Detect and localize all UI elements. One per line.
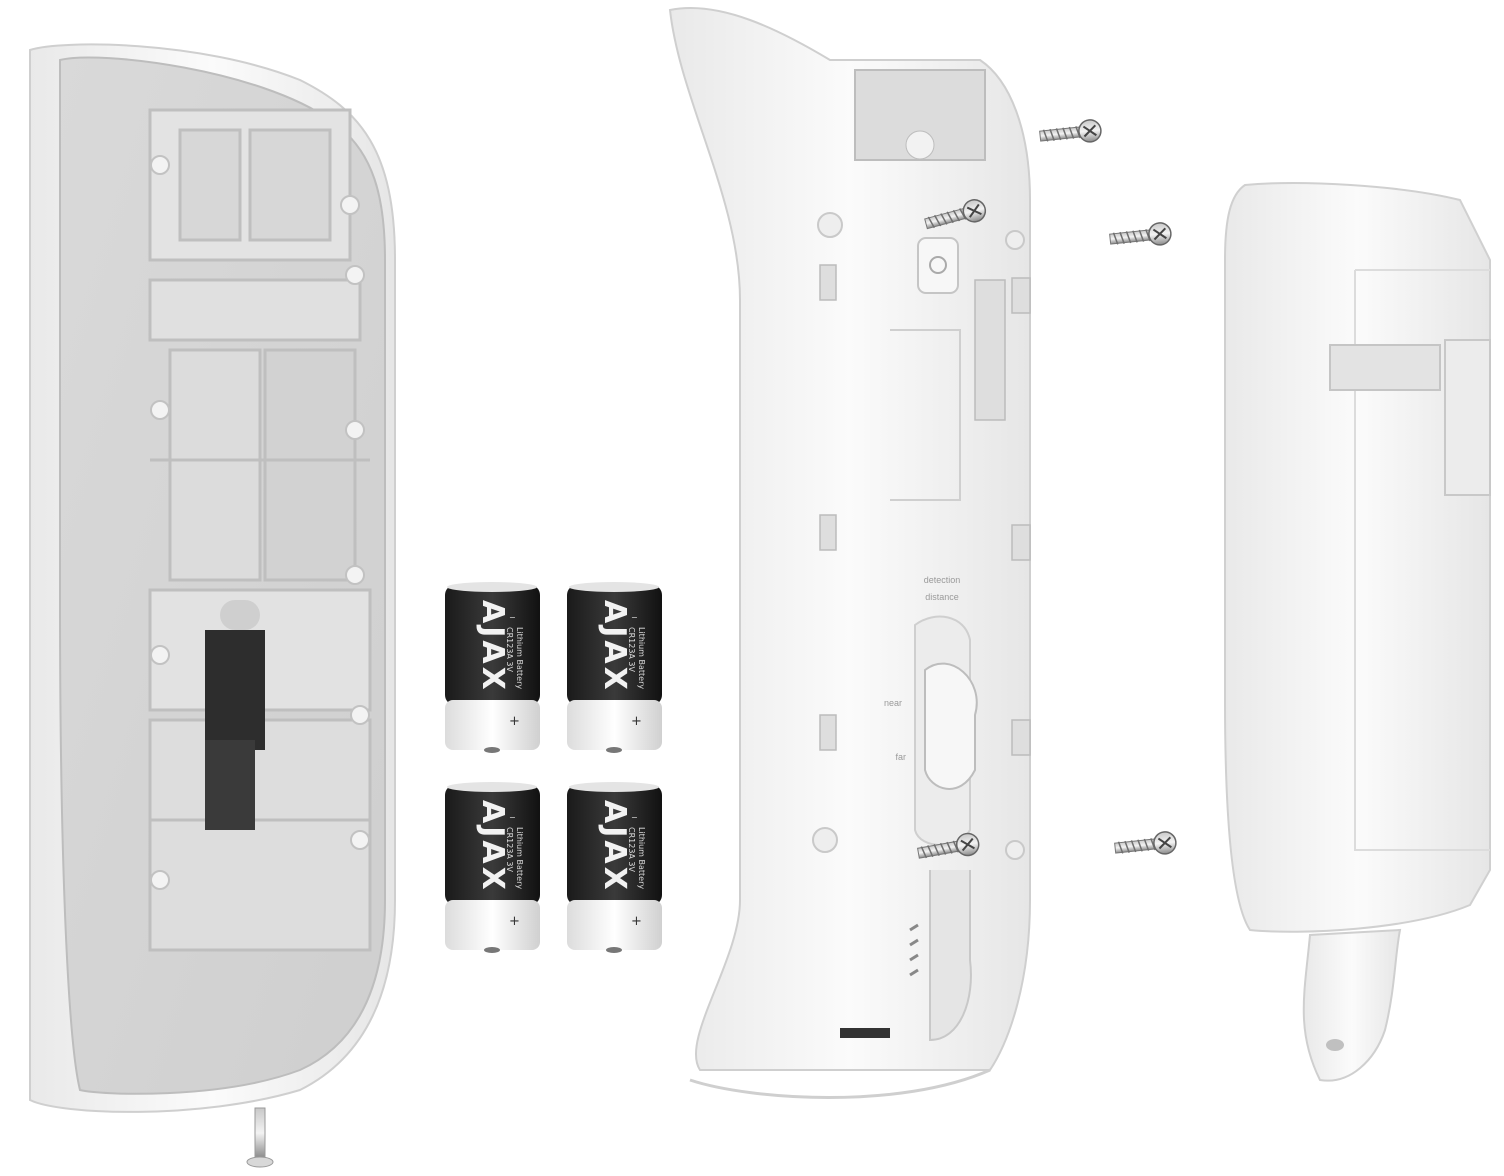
plus-sign: + [509, 914, 520, 929]
plus-sign: + [631, 914, 642, 929]
power-button [917, 237, 959, 294]
slider-title-1: detection [924, 575, 961, 585]
battery-type: Lithium Battery [637, 627, 646, 689]
slider-title-2: distance [925, 592, 959, 602]
minus-sign: − [631, 613, 638, 622]
screw-2 [1109, 222, 1172, 246]
pcb [205, 630, 265, 750]
power-icon [929, 256, 947, 274]
battery-type: Lithium Battery [515, 627, 524, 689]
cover-latch [1444, 339, 1491, 496]
battery-brand: AJAX [475, 600, 510, 693]
battery-brand: AJAX [597, 800, 632, 893]
battery-brand: AJAX [597, 600, 632, 693]
battery-model: CR123A 3V [505, 627, 514, 673]
slider-far: far [895, 752, 906, 762]
mounting-panel: detection distance near far [668, 7, 1031, 1099]
screw-group [917, 119, 1177, 859]
screw-1 [1039, 119, 1102, 143]
minus-sign: − [509, 613, 516, 622]
battery-type: Lithium Battery [637, 827, 646, 889]
slider-near: near [884, 698, 902, 708]
minus-sign: − [509, 813, 516, 822]
screw-3 [1114, 831, 1177, 855]
minus-sign: − [631, 813, 638, 822]
battery-brand: AJAX [475, 800, 510, 893]
battery-model: CR123A 3V [627, 827, 636, 873]
battery-type: Lithium Battery [515, 827, 524, 889]
back-cover [1224, 182, 1491, 1082]
screw-4 [924, 199, 987, 230]
plus-sign: + [509, 714, 520, 729]
battery-model: CR123A 3V [505, 827, 514, 873]
pin-screw [246, 1107, 274, 1168]
screw-5 [917, 832, 980, 859]
distance-slider [924, 662, 978, 790]
detector-housing [29, 43, 396, 1113]
plus-sign: + [631, 714, 642, 729]
battery-model: CR123A 3V [627, 627, 636, 673]
